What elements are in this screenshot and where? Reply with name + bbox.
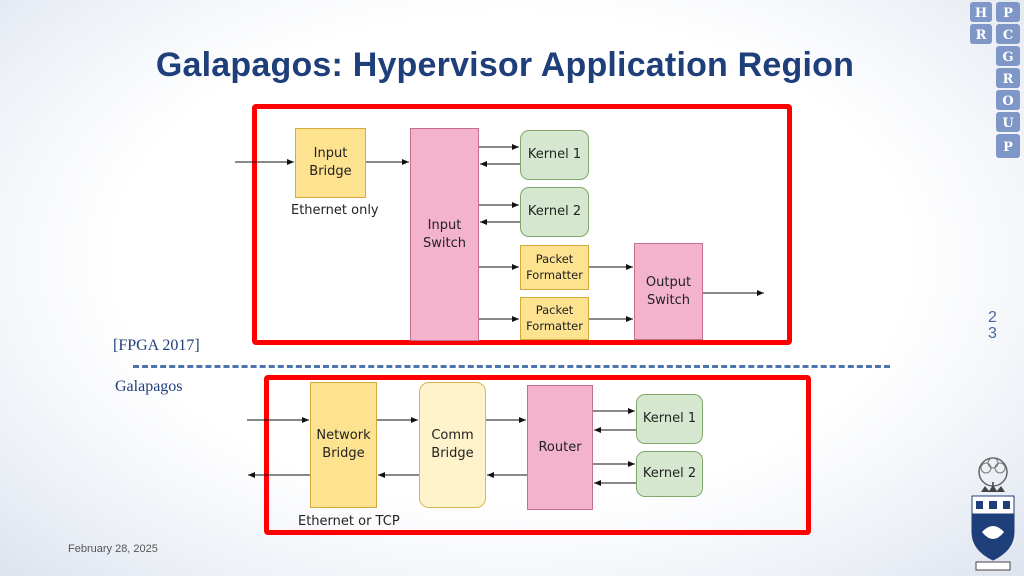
svg-text:U: U — [1002, 116, 1014, 131]
bottom-kernel-1-label: Kernel 1 — [642, 411, 697, 427]
router-box: Router — [527, 385, 593, 510]
diagram-separator — [133, 365, 890, 368]
network-bridge-label: Network Bridge — [316, 428, 371, 461]
svg-text:G: G — [1002, 50, 1013, 65]
packet-formatter-1-box: Packet Formatter — [520, 245, 589, 290]
slide-title: Galapagos: Hypervisor Application Region — [155, 46, 855, 84]
input-bridge-box: Input Bridge — [295, 128, 366, 198]
top-diagram-caption: [FPGA 2017] — [113, 337, 200, 354]
svg-text:P: P — [1003, 6, 1013, 21]
bottom-highlight-frame — [264, 375, 811, 535]
top-kernel-1-label: Kernel 1 — [527, 147, 582, 163]
bottom-kernel-2-box: Kernel 2 — [636, 451, 703, 497]
bottom-kernel-1-box: Kernel 1 — [636, 394, 703, 444]
svg-text:P: P — [1003, 140, 1013, 155]
output-switch-box: Output Switch — [634, 243, 703, 340]
svg-text:O: O — [1002, 94, 1013, 109]
input-switch-label: Input Switch — [423, 217, 466, 251]
svg-text:C: C — [1003, 28, 1013, 43]
slide-date: February 28, 2025 — [68, 543, 158, 555]
svg-text:R: R — [976, 28, 987, 43]
top-kernel-1-box: Kernel 1 — [520, 130, 589, 180]
top-kernel-2-label: Kernel 2 — [527, 204, 582, 220]
input-switch-box: Input Switch — [410, 128, 479, 341]
hcr-group-logo: H P R C G R O U P — [970, 2, 1020, 158]
bottom-kernel-2-label: Kernel 2 — [642, 466, 697, 482]
packet-formatter-2-box: Packet Formatter — [520, 297, 589, 340]
network-bridge-note: Ethernet or TCP — [298, 514, 400, 529]
output-switch-label: Output Switch — [645, 274, 692, 308]
network-bridge-box: Network Bridge — [310, 382, 377, 508]
svg-text:R: R — [1003, 72, 1014, 87]
svg-text:H: H — [975, 6, 987, 21]
top-kernel-2-box: Kernel 2 — [520, 187, 589, 237]
university-crest-logo — [971, 457, 1015, 571]
page-number: 23 — [988, 309, 997, 342]
comm-bridge-label: Comm Bridge — [431, 428, 474, 461]
top-highlight-frame — [252, 104, 792, 345]
bottom-diagram-caption: Galapagos — [115, 378, 183, 395]
input-bridge-note: Ethernet only — [291, 203, 379, 218]
input-bridge-label: Input Bridge — [309, 146, 352, 179]
packet-formatter-1-label: Packet Formatter — [526, 251, 583, 282]
packet-formatter-2-label: Packet Formatter — [526, 302, 583, 333]
comm-bridge-box: Comm Bridge — [419, 382, 486, 508]
router-label: Router — [538, 439, 582, 455]
